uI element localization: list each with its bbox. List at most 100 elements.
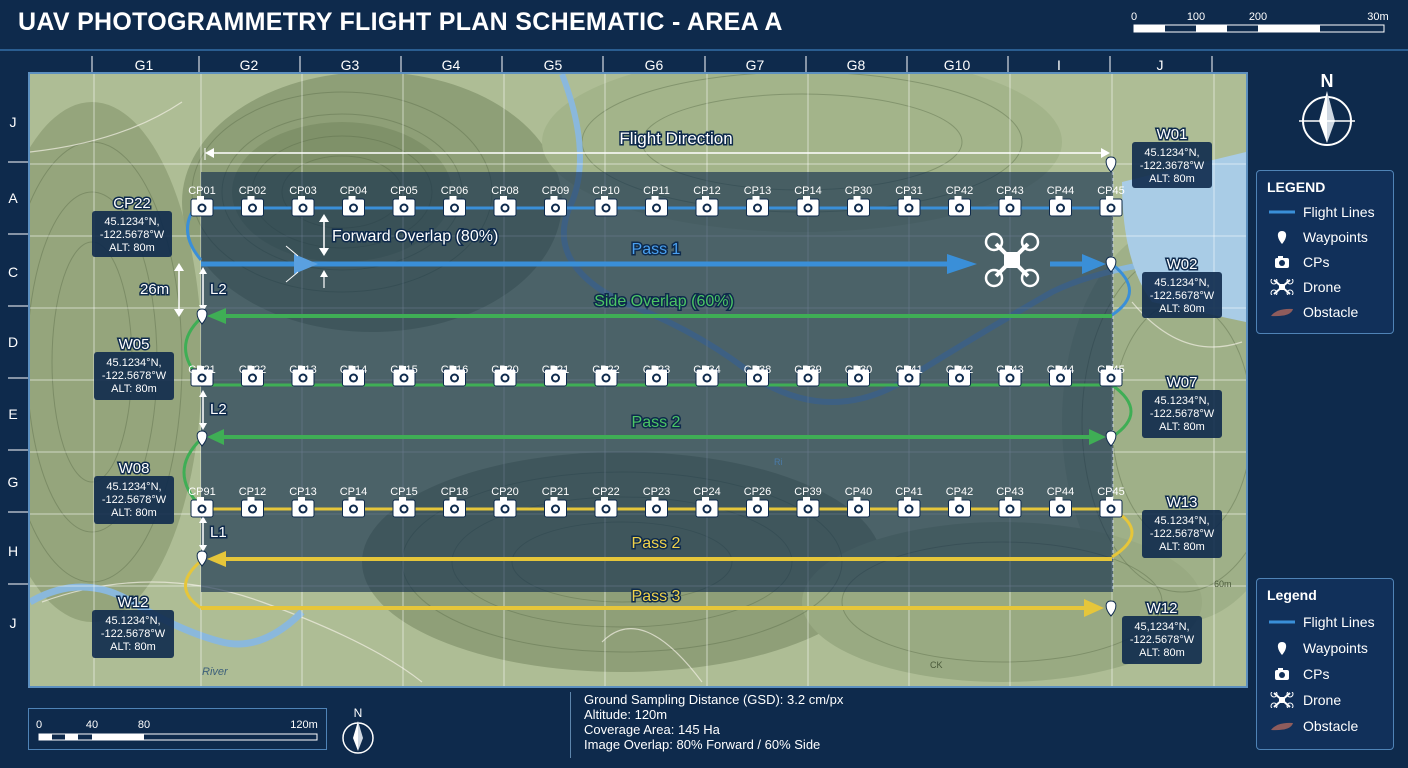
waypoint-pins[interactable] <box>196 156 1117 617</box>
camera-point-icon[interactable] <box>746 497 769 518</box>
camera-point-icon[interactable] <box>594 366 618 387</box>
camera-point-icon[interactable] <box>443 196 466 217</box>
camera-point-icon[interactable] <box>847 366 870 387</box>
waypoint-pin-icon[interactable] <box>196 550 208 567</box>
camera-point-icon[interactable] <box>1099 366 1123 387</box>
camera-point-icon[interactable] <box>998 366 1022 387</box>
pass-1-arrowhead <box>947 254 977 274</box>
altitude-text: Altitude: 120m <box>584 707 668 722</box>
camera-point-icon[interactable] <box>493 366 517 387</box>
return-arrowhead <box>207 308 226 324</box>
waypoint-pin-icon[interactable] <box>1105 156 1117 173</box>
camera-point-icon[interactable] <box>796 497 820 518</box>
camera-point-icon[interactable] <box>796 196 820 217</box>
camera-point-icon[interactable] <box>594 196 618 217</box>
camera-point-label: CP14 <box>340 486 368 498</box>
drone-icon <box>1267 690 1297 710</box>
waypoint-pin-icon[interactable] <box>1105 256 1117 273</box>
waypoint-icon <box>1267 640 1297 656</box>
camera-point-icon[interactable] <box>695 497 719 518</box>
camera-point-icon[interactable] <box>1099 196 1123 217</box>
camera-point-icon[interactable] <box>342 497 365 518</box>
camera-point-icon[interactable] <box>897 366 921 387</box>
camera-point-icon[interactable] <box>695 366 719 387</box>
camera-point-icon[interactable] <box>291 196 315 217</box>
grid-column-header: G1 G2 G3 G4 G5 G6 G7 G8 G10 I J <box>91 56 1213 74</box>
flight-direction-arrow <box>204 148 1110 160</box>
camera-point-label: CP20 <box>491 364 519 376</box>
camera-point-icon[interactable] <box>241 497 264 518</box>
camera-point-icon[interactable] <box>948 497 971 518</box>
top-scale-bar: 0 100 200 30m <box>1131 11 1389 33</box>
camera-point-label: CP05 <box>390 185 418 197</box>
waypoint-pin-icon[interactable] <box>196 430 208 447</box>
camera-point-icon[interactable] <box>443 366 466 387</box>
map-label: Ri <box>774 457 783 467</box>
camera-point-icon[interactable] <box>544 196 567 217</box>
camera-point-icon[interactable] <box>594 497 618 518</box>
camera-point-icon[interactable] <box>695 196 719 217</box>
camera-point-icon[interactable] <box>645 366 668 387</box>
camera-point-icon[interactable] <box>493 497 517 518</box>
camera-point-icon[interactable] <box>796 366 820 387</box>
camera-point-icon[interactable] <box>190 366 214 387</box>
drone-icon[interactable] <box>984 232 1040 288</box>
camera-point-icon[interactable] <box>746 366 769 387</box>
camera-point-icon[interactable] <box>291 497 315 518</box>
waypoint-pin-icon[interactable] <box>1105 430 1117 447</box>
camera-point-icon[interactable] <box>392 366 416 387</box>
camera-point-icon[interactable] <box>190 497 214 518</box>
camera-point-icon[interactable] <box>948 366 971 387</box>
legend-item-flight-lines: Flight Lines <box>1267 204 1375 220</box>
camera-point-icon[interactable] <box>241 366 264 387</box>
waypoint-lat: 45.1234°N, <box>106 481 161 493</box>
camera-point-icon[interactable] <box>190 196 214 217</box>
camera-point-icon[interactable] <box>847 196 870 217</box>
camera-point-icon[interactable] <box>342 366 365 387</box>
camera-point-icon[interactable] <box>1049 497 1072 518</box>
camera-point-icon[interactable] <box>998 497 1022 518</box>
waypoint-pin-icon[interactable] <box>196 308 208 325</box>
camera-point-icon[interactable] <box>645 497 668 518</box>
camera-point-icon[interactable] <box>291 366 315 387</box>
legend-item-waypoints: Waypoints <box>1267 229 1368 245</box>
camera-point-icon[interactable] <box>645 196 668 217</box>
camera-point-icon[interactable] <box>493 196 517 217</box>
camera-point-icon[interactable] <box>544 497 567 518</box>
camera-point-icon[interactable] <box>998 196 1022 217</box>
camera-point-icon[interactable] <box>847 497 870 518</box>
flight-direction-label: Flight Direction <box>619 129 732 148</box>
camera-point-icon[interactable] <box>948 196 971 217</box>
camera-point-icon[interactable] <box>897 196 921 217</box>
return-arrowhead <box>207 551 226 567</box>
camera-point-icon[interactable] <box>392 196 416 217</box>
camera-point-icon[interactable] <box>1099 497 1123 518</box>
camera-point-icon[interactable] <box>897 497 921 518</box>
camera-point-label: CP45 <box>1097 364 1125 376</box>
camera-point-icon[interactable] <box>241 196 264 217</box>
map-frame[interactable]: River 60m Ri CK Flight Direction Pass 1 <box>28 72 1248 688</box>
camera-point-label: CP23 <box>643 364 671 376</box>
camera-point-icon[interactable] <box>1049 196 1072 217</box>
camera-point-label: CP04 <box>340 185 368 197</box>
legend-panel-bottom: Legend Flight Lines Waypoints CPs Drone … <box>1256 578 1394 750</box>
camera-point-icon[interactable] <box>392 497 416 518</box>
camera-point-icon[interactable] <box>1049 366 1072 387</box>
camera-point-icon[interactable] <box>443 497 466 518</box>
camera-point-icon[interactable] <box>544 366 567 387</box>
waypoint-pin-icon[interactable] <box>1105 600 1117 617</box>
camera-point-icon[interactable] <box>746 196 769 217</box>
camera-point-icon[interactable] <box>342 196 365 217</box>
map-canvas[interactable]: River 60m Ri CK Flight Direction Pass 1 <box>30 74 1246 686</box>
grid-row-label: J <box>10 114 17 130</box>
grid-col-label: G7 <box>746 57 765 73</box>
